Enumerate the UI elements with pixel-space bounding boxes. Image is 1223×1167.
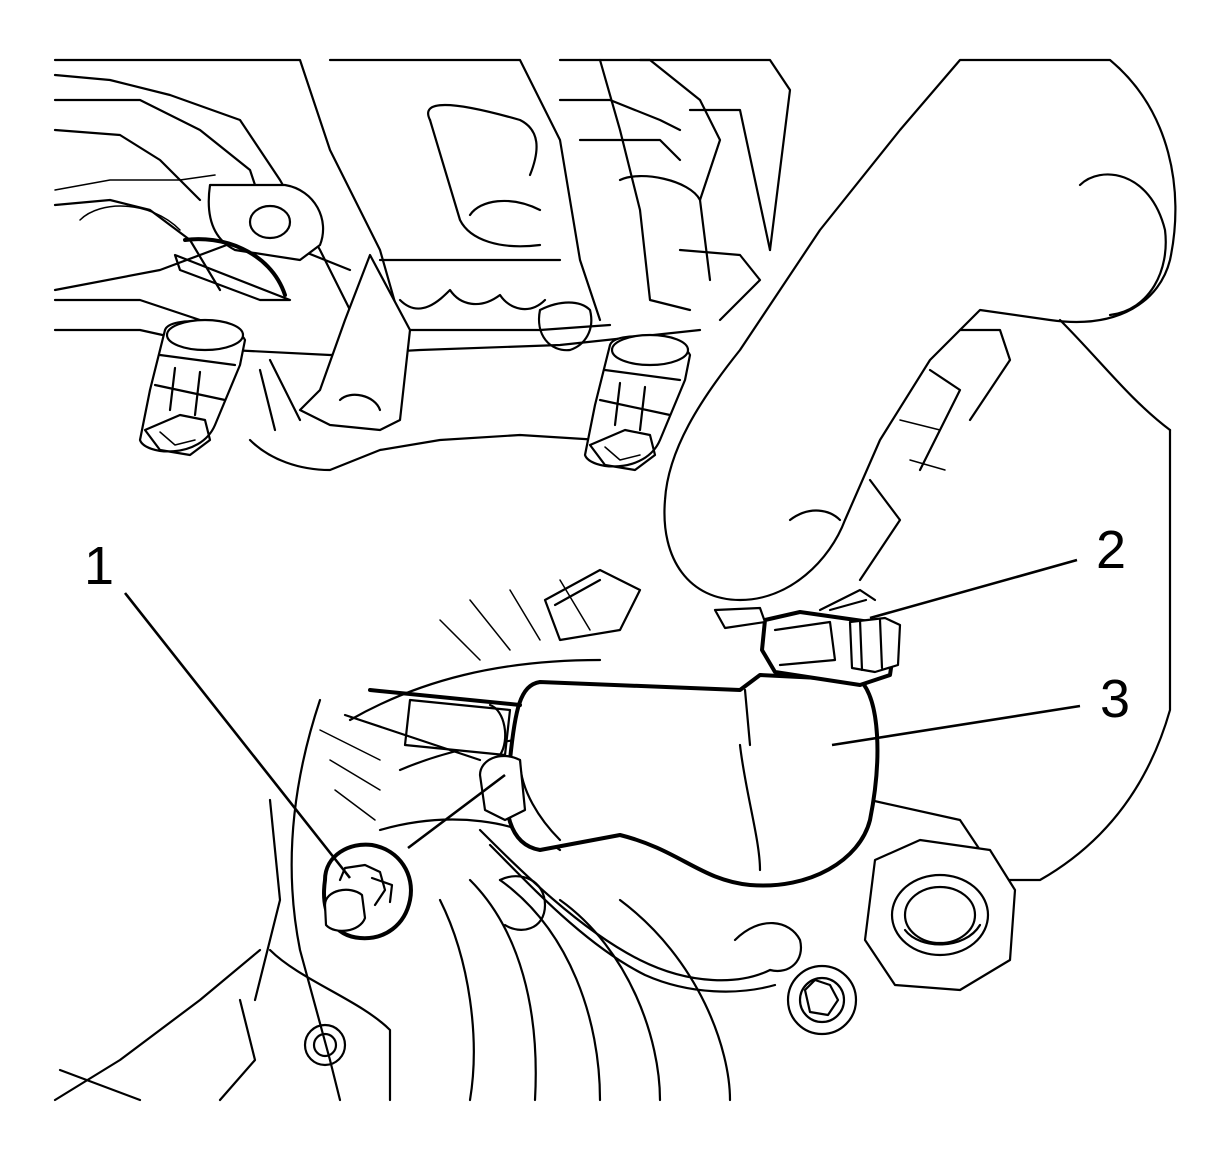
stud-left [138,318,247,457]
leader-lines [123,558,1081,879]
small-bolt-right [786,964,858,1036]
leader-line-3 [831,704,1081,747]
intake-pipe [663,58,1177,602]
leader-line-2 [869,558,1078,620]
clamp-icon [713,588,902,687]
callout-label-1: 1 [84,536,114,596]
callout-label-2: 2 [1096,520,1126,580]
leader-line-1 [123,592,352,879]
stud-center [583,333,692,472]
support-bracket [258,253,412,432]
right-housing [868,318,1172,882]
bolt-icon [322,842,413,941]
brake-line [478,828,803,993]
callout-label-3: 3 [1100,669,1130,729]
hose-icon [343,673,880,888]
leader-line-1b [407,773,506,850]
engine-block-background [53,58,792,472]
hex-fitting [863,838,1017,992]
